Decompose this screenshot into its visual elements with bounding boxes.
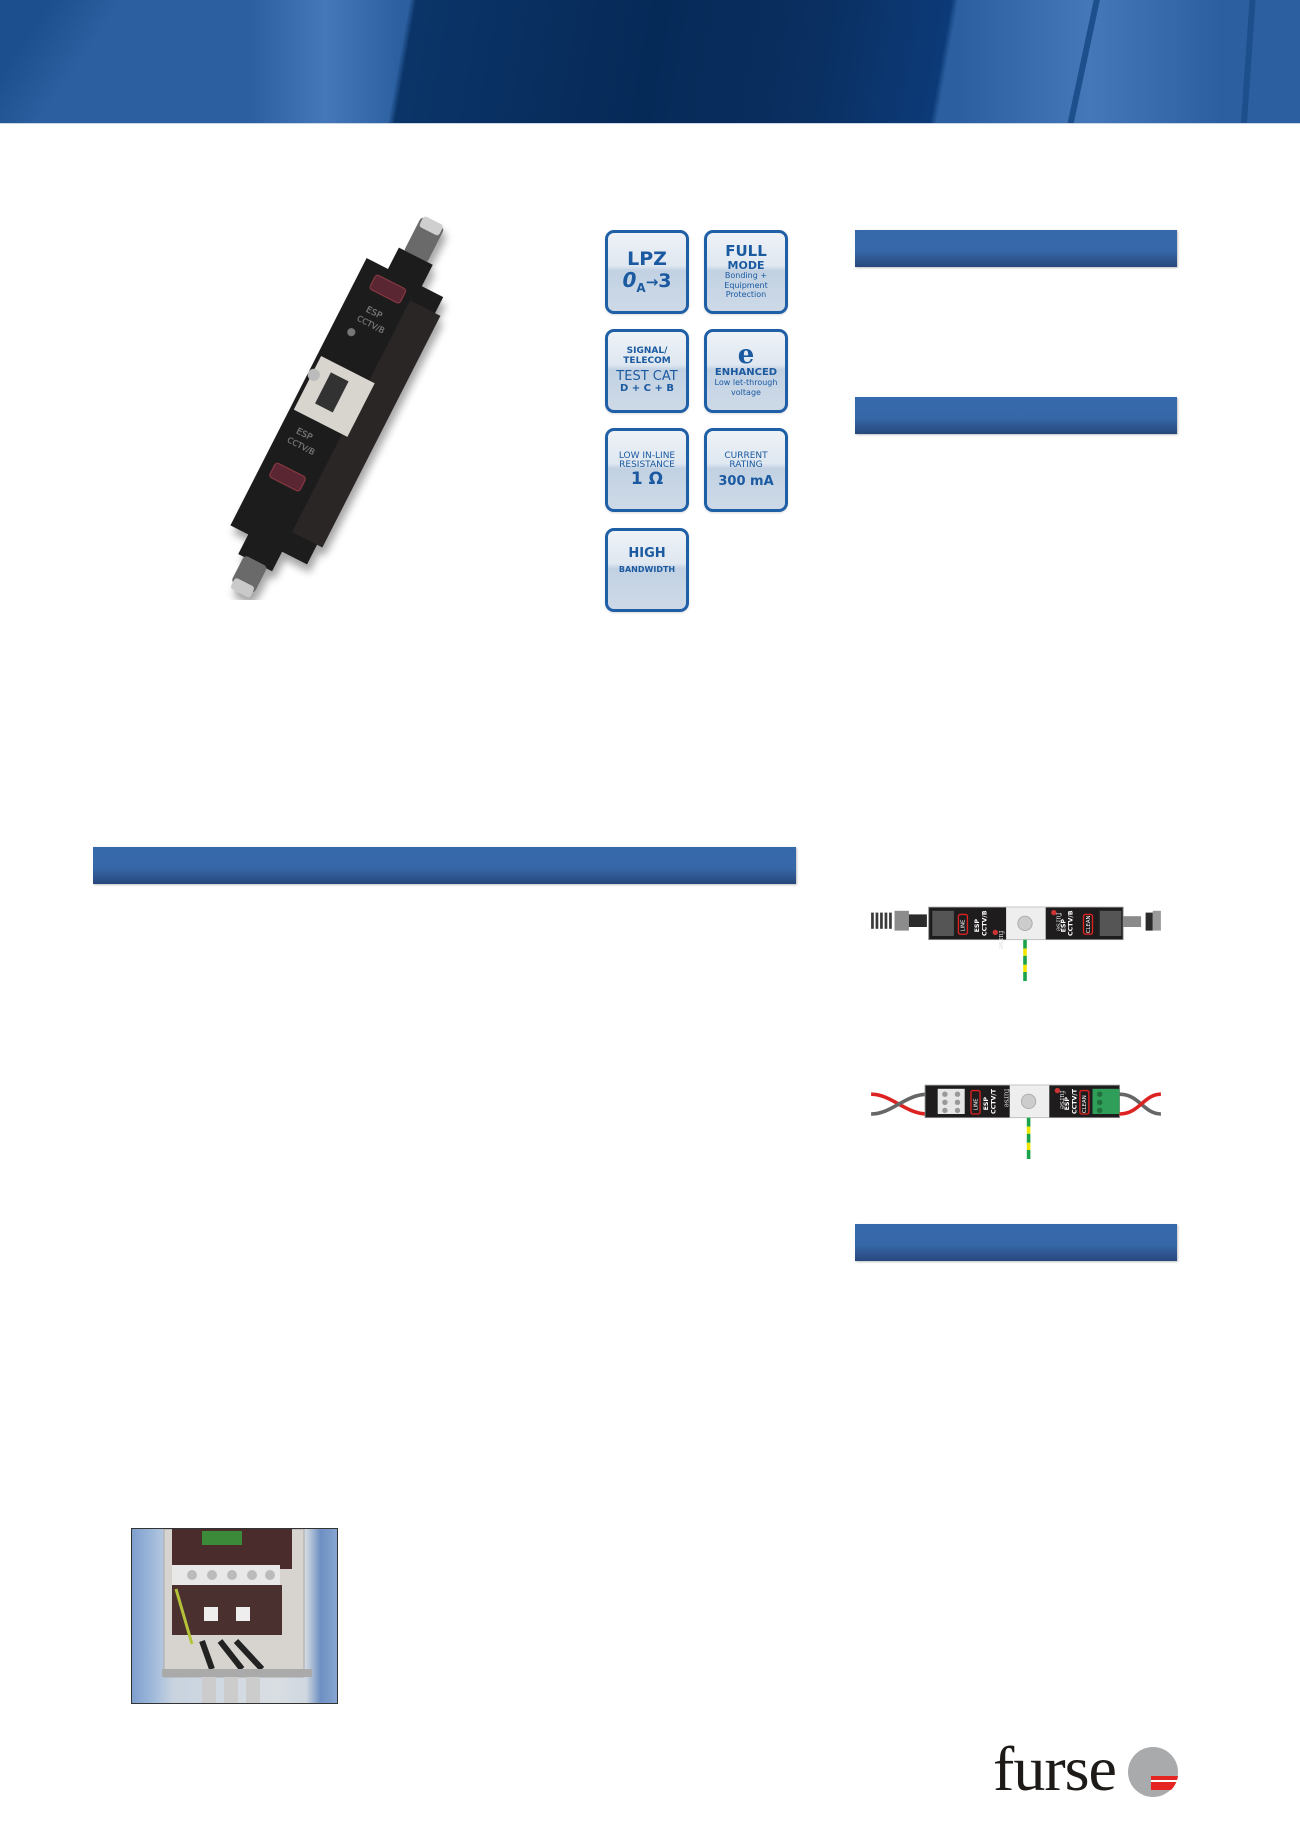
badge-lpz-zones: 0A→3 <box>622 267 672 295</box>
section-bar-right-2 <box>855 397 1177 434</box>
svg-text:furse: furse <box>1002 1089 1011 1108</box>
svg-text:furse: furse <box>997 931 1006 950</box>
connection-diagram-coax: LINE ESP CCTV/B furse furse ESP CCTV/B C… <box>871 906 1161 981</box>
svg-text:ESP: ESP <box>983 1097 990 1111</box>
header-banner <box>0 0 1300 124</box>
badge-signal-telecom: SIGNAL/ TELECOM TEST CAT D + C + B <box>605 329 689 413</box>
line-label <box>957 913 969 935</box>
svg-text:CLEAN: CLEAN <box>1086 915 1092 933</box>
section-bar-right-1 <box>855 230 1177 267</box>
badge-current-rating: CURRENT RATING 300 mA <box>704 428 788 512</box>
svg-text:ESP: ESP <box>1061 919 1068 933</box>
svg-text:CCTV/B: CCTV/B <box>1068 910 1075 936</box>
badge-low-resistance: LOW IN-LINE RESISTANCE 1 Ω <box>605 428 689 512</box>
svg-text:CCTV/T: CCTV/T <box>990 1088 997 1114</box>
furse-logo: furse <box>993 1733 1183 1804</box>
installation-photo <box>131 1528 338 1704</box>
svg-text:furse: furse <box>1058 1091 1067 1110</box>
svg-text:ESP: ESP <box>1064 1097 1071 1111</box>
badge-lpz-title: LPZ <box>627 247 667 270</box>
svg-text:LINE: LINE <box>973 1098 979 1111</box>
logo-wordmark: furse <box>993 1733 1117 1804</box>
svg-text:ESP: ESP <box>974 919 981 933</box>
product-image: ESP CCTV/B ESP CCTV/B <box>230 216 444 597</box>
section-bar-left-wide <box>93 847 796 884</box>
svg-text:CCTV/T: CCTV/T <box>1071 1088 1078 1114</box>
svg-text:CCTV/B: CCTV/B <box>981 910 988 936</box>
installation-photo-illustration <box>162 1529 312 1703</box>
section-bar-right-3 <box>855 1224 1177 1261</box>
connection-diagram-twisted-pair: LINE ESP CCTV/T furse furse ESP CCTV/T C… <box>870 1084 1162 1159</box>
badge-full-mode: FULL MODE Bonding + Equipment Protection <box>704 230 788 314</box>
badge-high-bandwidth: HIGH BANDWIDTH <box>605 528 689 612</box>
svg-text:furse: furse <box>1055 913 1064 932</box>
enhanced-e-icon: e <box>737 340 755 371</box>
badge-enhanced: e ENHANCED Low let-through voltage <box>704 329 788 413</box>
svg-text:CLEAN: CLEAN <box>1082 1095 1088 1113</box>
badge-lpz: LPZ 0A→3 <box>605 230 689 314</box>
logo-circle-icon <box>1128 1747 1178 1797</box>
svg-text:LINE: LINE <box>961 919 967 932</box>
